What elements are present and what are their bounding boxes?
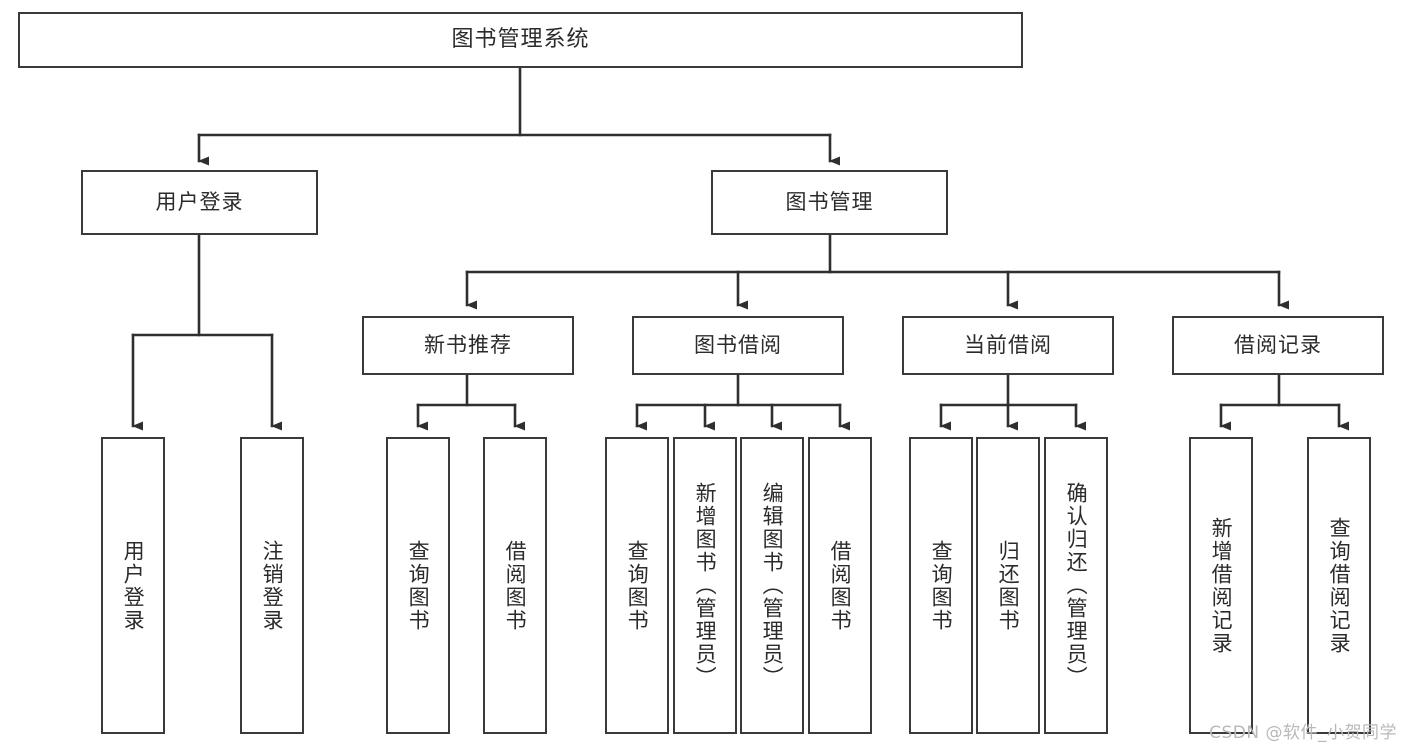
node-leaf-user-login[interactable]: 用户登录 [101, 437, 165, 734]
node-current-borrow[interactable]: 当前借阅 [902, 316, 1114, 375]
node-leaf-borrow-book-2[interactable]: 借阅图书 [808, 437, 872, 734]
node-leaf-add-borrow-record-label: 新增借阅记录 [1209, 516, 1234, 655]
node-leaf-user-login-label: 用户登录 [121, 539, 146, 632]
node-leaf-logout-label: 注销登录 [260, 539, 285, 632]
node-leaf-borrow-book-1[interactable]: 借阅图书 [483, 437, 547, 734]
node-leaf-add-book-label: 新增图书（管理员） [693, 482, 718, 689]
node-new-book-recommend[interactable]: 新书推荐 [362, 316, 574, 375]
node-leaf-borrow-book-2-label: 借阅图书 [828, 539, 853, 632]
node-leaf-query-book-2-label: 查询图书 [625, 539, 650, 632]
node-leaf-return-book[interactable]: 归还图书 [976, 437, 1040, 734]
node-leaf-add-borrow-record[interactable]: 新增借阅记录 [1189, 437, 1253, 734]
node-root-system[interactable]: 图书管理系统 [18, 12, 1023, 68]
node-leaf-query-book-1-label: 查询图书 [406, 539, 431, 632]
node-leaf-query-book-2[interactable]: 查询图书 [605, 437, 669, 734]
node-leaf-logout[interactable]: 注销登录 [240, 437, 304, 734]
node-user-login[interactable]: 用户登录 [81, 170, 318, 235]
csdn-watermark: CSDN @软件_小贺同学 [1209, 723, 1397, 743]
node-leaf-confirm-return[interactable]: 确认归还（管理员） [1044, 437, 1108, 734]
node-leaf-query-borrow-record-label: 查询借阅记录 [1327, 516, 1352, 655]
node-leaf-edit-book-label: 编辑图书（管理员） [760, 482, 785, 689]
node-book-borrow[interactable]: 图书借阅 [632, 316, 844, 375]
node-borrow-record[interactable]: 借阅记录 [1172, 316, 1384, 375]
node-leaf-add-book[interactable]: 新增图书（管理员） [673, 437, 737, 734]
node-leaf-query-book-1[interactable]: 查询图书 [386, 437, 450, 734]
node-leaf-confirm-return-label: 确认归还（管理员） [1064, 482, 1089, 689]
node-leaf-query-borrow-record[interactable]: 查询借阅记录 [1307, 437, 1371, 734]
node-leaf-borrow-book-1-label: 借阅图书 [503, 539, 528, 632]
node-book-manage[interactable]: 图书管理 [711, 170, 948, 235]
node-leaf-query-book-3-label: 查询图书 [929, 539, 954, 632]
node-leaf-query-book-3[interactable]: 查询图书 [909, 437, 973, 734]
node-leaf-return-book-label: 归还图书 [996, 539, 1021, 632]
node-leaf-edit-book[interactable]: 编辑图书（管理员） [740, 437, 804, 734]
